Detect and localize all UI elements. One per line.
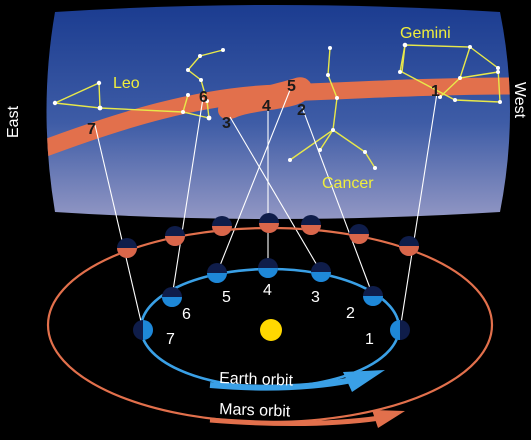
sky-position-5: 5 xyxy=(287,78,296,95)
sky-position-2: 2 xyxy=(297,102,306,119)
west-label: West xyxy=(511,82,528,119)
earth-position-1: 1 xyxy=(365,331,374,348)
sky-background xyxy=(46,5,510,219)
east-label: East xyxy=(5,105,22,138)
earth-orbit-arrowhead xyxy=(343,370,385,392)
mars-orbit-label: Mars orbit xyxy=(219,401,291,420)
sky-panel xyxy=(46,5,510,219)
sky-position-1: 1 xyxy=(431,83,440,100)
earth-position-4: 4 xyxy=(263,282,272,299)
earth-position-2: 2 xyxy=(346,305,355,322)
stars xyxy=(52,42,502,170)
sky-position-6: 6 xyxy=(199,89,208,106)
mars-positions xyxy=(117,213,419,258)
leo-label: Leo xyxy=(113,75,140,92)
sight-lines xyxy=(94,89,438,331)
earth-position-5: 5 xyxy=(222,289,231,306)
earth-orbit-label: Earth orbit xyxy=(219,370,294,390)
leo-constellation xyxy=(54,49,224,119)
earth-position-6: 6 xyxy=(182,306,191,323)
sun xyxy=(260,319,282,341)
earth-orbit-arrow xyxy=(209,377,353,391)
sky-position-4: 4 xyxy=(262,98,271,115)
mars-orbit-arrow xyxy=(209,415,381,427)
cancer-label: Cancer xyxy=(322,175,374,192)
earth-position-3: 3 xyxy=(311,289,320,306)
sky-position-7: 7 xyxy=(87,121,96,138)
earth-positions-markers xyxy=(133,258,410,340)
gemini-label: Gemini xyxy=(400,25,451,42)
sky-position-3: 3 xyxy=(222,115,231,132)
mars-retrograde-loop xyxy=(218,77,312,120)
mars-orbit-arrowhead xyxy=(372,410,405,428)
earth-position-7: 7 xyxy=(166,331,175,348)
